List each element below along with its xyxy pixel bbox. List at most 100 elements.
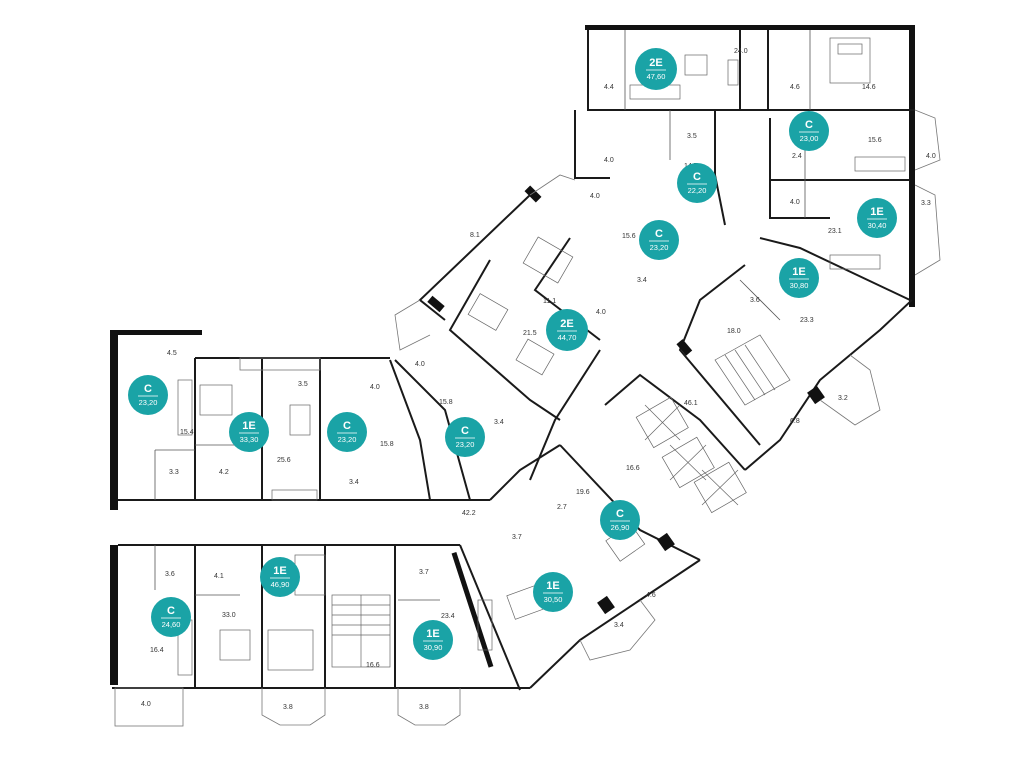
svg-text:1E: 1E <box>426 628 439 640</box>
svg-text:1E: 1E <box>273 565 286 577</box>
apartment-badge[interactable]: 1E 30,50 <box>533 572 573 612</box>
svg-text:33,30: 33,30 <box>240 435 259 444</box>
svg-text:C: C <box>343 420 351 432</box>
room-area: 3.4 <box>494 419 504 426</box>
room-area: 3.6 <box>750 297 760 304</box>
svg-text:23,20: 23,20 <box>139 398 158 407</box>
room-area: 21.5 <box>523 330 537 337</box>
room-area: 4.5 <box>167 350 177 357</box>
room-area: 3.5 <box>298 381 308 388</box>
svg-text:C: C <box>805 119 813 131</box>
apartment-badge[interactable]: C 23,20 <box>128 375 168 415</box>
apartment-badge[interactable]: C 23,20 <box>445 417 485 457</box>
room-area: 2.7 <box>557 504 567 511</box>
svg-text:24,60: 24,60 <box>162 620 181 629</box>
balconies <box>114 109 941 727</box>
svg-text:23,20: 23,20 <box>456 440 475 449</box>
room-area: 4.0 <box>590 193 600 200</box>
room-area: 23.1 <box>828 228 842 235</box>
svg-text:C: C <box>616 508 624 520</box>
apartment-badges: 2E 47,60 C 23,00 C 22,20 1E 30,40 C 23,2… <box>128 48 897 660</box>
room-area: 16.6 <box>626 465 640 472</box>
svg-text:2E: 2E <box>649 57 662 69</box>
apartment-badge[interactable]: C 26,90 <box>600 500 640 540</box>
apartment-badge[interactable]: 2E 44,70 <box>546 309 588 351</box>
svg-text:30,40: 30,40 <box>868 221 887 230</box>
svg-text:2E: 2E <box>560 318 573 330</box>
room-area: 15.6 <box>868 137 882 144</box>
room-area: 3.2 <box>838 395 848 402</box>
room-area: 16.4 <box>150 647 164 654</box>
room-area: 3.8 <box>419 704 429 711</box>
svg-text:23,20: 23,20 <box>650 243 669 252</box>
room-area: 25.6 <box>277 457 291 464</box>
svg-text:1E: 1E <box>242 420 255 432</box>
svg-text:23,00: 23,00 <box>800 134 819 143</box>
svg-text:C: C <box>144 383 152 395</box>
room-area: 15.6 <box>622 233 636 240</box>
room-area: 6.8 <box>790 418 800 425</box>
room-area: 15.4 <box>180 429 194 436</box>
room-area: 4.6 <box>646 592 656 599</box>
room-area: 4.0 <box>604 157 614 164</box>
apartment-badge[interactable]: 2E 47,60 <box>635 48 677 90</box>
room-area: 3.3 <box>921 200 931 207</box>
apartment-badge[interactable]: 1E 46,90 <box>260 557 300 597</box>
svg-text:1E: 1E <box>546 580 559 592</box>
room-area: 4.0 <box>790 199 800 206</box>
room-area: 24.0 <box>734 48 748 55</box>
room-area: 3.5 <box>687 133 697 140</box>
svg-text:30,50: 30,50 <box>544 595 563 604</box>
svg-text:C: C <box>693 171 701 183</box>
room-area: 4.6 <box>790 84 800 91</box>
svg-text:30,80: 30,80 <box>790 281 809 290</box>
apartment-badge[interactable]: C 23,20 <box>639 220 679 260</box>
apartment-badge[interactable]: 1E 30,90 <box>413 620 453 660</box>
room-area: 4.1 <box>214 573 224 580</box>
room-area: 4.0 <box>370 384 380 391</box>
room-area: 3.7 <box>512 534 522 541</box>
room-area: 3.7 <box>419 569 429 576</box>
interior-partitions <box>154 30 811 601</box>
room-area: 23.3 <box>800 317 814 324</box>
apartment-badge[interactable]: C 23,20 <box>327 412 367 452</box>
room-area: 2.4 <box>792 153 802 160</box>
svg-text:C: C <box>461 425 469 437</box>
svg-text:C: C <box>655 228 663 240</box>
room-area: 46.1 <box>684 400 698 407</box>
room-area: 3.4 <box>614 622 624 629</box>
svg-text:1E: 1E <box>870 206 883 218</box>
room-area: 3.6 <box>165 571 175 578</box>
room-area: 4.0 <box>415 361 425 368</box>
room-area: 15.8 <box>380 441 394 448</box>
apartment-badge[interactable]: 1E 33,30 <box>229 412 269 452</box>
room-area: 23.4 <box>441 613 455 620</box>
room-area: 3.3 <box>169 469 179 476</box>
svg-text:1E: 1E <box>792 266 805 278</box>
room-area: 18.0 <box>727 328 741 335</box>
room-area: 4.0 <box>926 153 936 160</box>
room-area: 15.8 <box>439 399 453 406</box>
room-area: 3.8 <box>283 704 293 711</box>
room-area: 3.4 <box>349 479 359 486</box>
room-area: 4.0 <box>596 309 606 316</box>
apartment-badge[interactable]: 1E 30,80 <box>779 258 819 298</box>
svg-text:46,90: 46,90 <box>271 580 290 589</box>
svg-text:30,90: 30,90 <box>424 643 443 652</box>
room-area: 11.1 <box>543 298 556 305</box>
room-area: 33.0 <box>222 612 236 619</box>
svg-text:C: C <box>167 605 175 617</box>
apartment-badge[interactable]: 1E 30,40 <box>857 198 897 238</box>
apartment-badge[interactable]: C 24,60 <box>151 597 191 637</box>
svg-text:22,20: 22,20 <box>688 186 707 195</box>
room-area: 8.1 <box>470 232 480 239</box>
room-area: 19.6 <box>576 489 590 496</box>
svg-text:26,90: 26,90 <box>611 523 630 532</box>
room-area: 14.6 <box>862 84 876 91</box>
room-area: 42.2 <box>462 510 476 517</box>
apartment-badge[interactable]: C 22,20 <box>677 163 717 203</box>
svg-text:44,70: 44,70 <box>558 333 577 342</box>
room-area: 4.4 <box>604 84 614 91</box>
apartment-badge[interactable]: C 23,00 <box>789 111 829 151</box>
